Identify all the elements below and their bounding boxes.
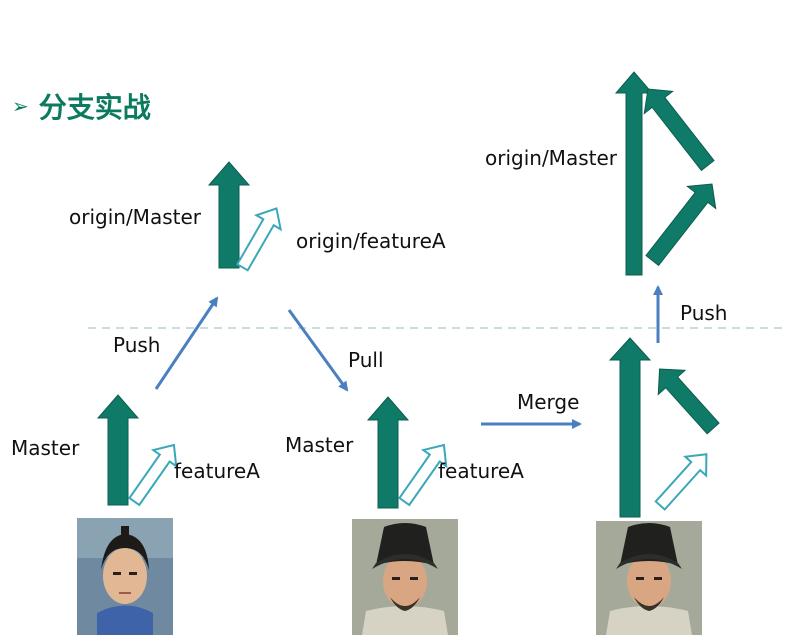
featureA-arrow-mid <box>398 443 448 507</box>
featureA-arrow-right <box>654 453 708 511</box>
master-left-label: Master <box>11 436 80 460</box>
featureA-mid-label: featureA <box>438 459 524 483</box>
pull-label: Pull <box>348 348 384 372</box>
origin-featureA-label: origin/featureA <box>296 229 446 253</box>
section-title: ➢ 分支实战 <box>12 86 151 126</box>
merge-branch-arrow-upper <box>643 88 715 172</box>
push-right-label: Push <box>680 301 727 325</box>
merged-branch-arrow <box>657 368 720 435</box>
origin-featureA-arrow <box>235 207 283 272</box>
master-mid-label: Master <box>285 433 354 457</box>
merge-branch-arrow-lower <box>645 183 717 267</box>
origin-master-label: origin/Master <box>69 205 202 229</box>
origin-master-right-label: origin/Master <box>485 146 618 170</box>
push-left-label: Push <box>113 333 160 357</box>
merge-label: Merge <box>517 390 579 414</box>
master-arrow-mid <box>366 396 410 509</box>
bullet-arrow-icon: ➢ <box>12 94 29 118</box>
origin-master-arrow-right <box>614 71 654 276</box>
person-photo-2 <box>352 519 458 635</box>
master-arrow-right <box>608 337 652 518</box>
featureA-left-label: featureA <box>174 459 260 483</box>
push-arrow-left <box>154 296 219 390</box>
master-arrow-left <box>96 394 140 506</box>
person-photo-1 <box>77 518 173 635</box>
person-photo-3 <box>596 521 702 635</box>
origin-master-arrow <box>207 161 251 269</box>
pull-arrow <box>287 309 349 392</box>
title-text: 分支实战 <box>38 91 151 124</box>
featureA-arrow-left <box>128 443 178 507</box>
